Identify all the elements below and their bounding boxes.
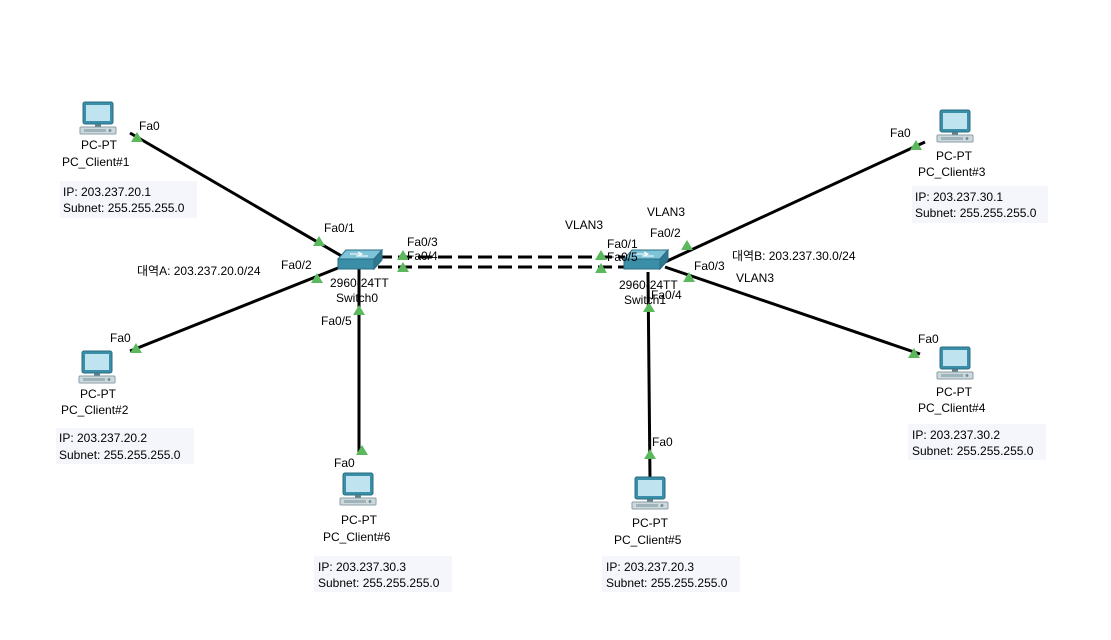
port-labels: Fa0 Fa0 Fa0 Fa0 Fa0 Fa0 Fa0/1 Fa0/2 Fa0/… bbox=[110, 119, 939, 470]
vlan-note: VLAN3 bbox=[647, 205, 685, 219]
link-pc1-sw0[interactable] bbox=[129, 131, 346, 260]
ip-address-text: IP: 203.237.30.1 bbox=[915, 190, 1003, 204]
pc-icon bbox=[78, 350, 116, 384]
ip-note-pc2[interactable]: IP: 203.237.20.2 Subnet: 255.255.255.0 bbox=[56, 428, 194, 464]
port-indicators bbox=[130, 132, 922, 459]
link-pc2-sw0[interactable] bbox=[129, 266, 339, 353]
ip-note-pc1[interactable]: IP: 203.237.20.1 Subnet: 255.255.255.0 bbox=[60, 181, 197, 218]
port-label: Fa0 bbox=[110, 331, 131, 345]
port-label: Fa0/5 bbox=[607, 250, 638, 264]
pc-client-1[interactable]: PC-PT PC_Client#1 bbox=[62, 101, 130, 169]
pc-icon bbox=[631, 476, 669, 510]
pc-model-label: PC-PT bbox=[81, 138, 118, 152]
subnet-mask-text: Subnet: 255.255.255.0 bbox=[318, 576, 440, 590]
ip-note-pc6[interactable]: IP: 203.237.30.3 Subnet: 255.255.255.0 bbox=[314, 556, 452, 592]
subnet-mask-text: Subnet: 255.255.255.0 bbox=[915, 206, 1037, 220]
switch-name-label: Switch0 bbox=[336, 291, 378, 305]
switch-icon bbox=[337, 249, 383, 270]
switch1[interactable]: 2960-24TT Switch1 bbox=[619, 249, 678, 307]
pc-name-label: PC_Client#5 bbox=[614, 533, 682, 547]
port-up-indicator bbox=[353, 305, 365, 315]
pc-model-label: PC-PT bbox=[80, 387, 117, 401]
pc-client-5[interactable]: PC-PT PC_Client#5 bbox=[614, 476, 682, 547]
port-label: Fa0 bbox=[918, 332, 939, 346]
port-label: Fa0/3 bbox=[694, 259, 725, 273]
switch-name-label: Switch1 bbox=[624, 293, 666, 307]
links bbox=[129, 131, 926, 481]
pc-icon bbox=[936, 346, 974, 380]
pc-icon bbox=[339, 472, 377, 506]
subnet-range-note: 대역A: 203.237.20.0/24 bbox=[137, 264, 261, 278]
pc-name-label: PC_Client#2 bbox=[61, 403, 129, 417]
switch-model-label: 2960-24TT bbox=[330, 276, 389, 290]
annotations: 대역A: 203.237.20.0/24 대역B: 203.237.30.0/2… bbox=[137, 205, 856, 285]
port-up-indicator bbox=[644, 449, 656, 459]
pc-client-3[interactable]: PC-PT PC_Client#3 bbox=[918, 109, 986, 179]
pc-icon bbox=[936, 109, 974, 143]
ip-note-pc5[interactable]: IP: 203.237.20.3 Subnet: 255.255.255.0 bbox=[602, 556, 740, 592]
pc-name-label: PC_Client#6 bbox=[323, 530, 391, 544]
pc-client-6[interactable]: PC-PT PC_Client#6 bbox=[323, 472, 391, 544]
port-label: Fa0/4 bbox=[407, 249, 438, 263]
port-label: Fa0/5 bbox=[321, 314, 352, 328]
port-label: Fa0/2 bbox=[281, 258, 312, 272]
subnet-mask-text: Subnet: 255.255.255.0 bbox=[63, 201, 185, 215]
vlan-note: VLAN3 bbox=[565, 218, 603, 232]
ip-address-text: IP: 203.237.30.2 bbox=[912, 428, 1000, 442]
ip-address-text: IP: 203.237.20.2 bbox=[59, 431, 147, 445]
port-label: Fa0/1 bbox=[607, 237, 638, 251]
ip-address-text: IP: 203.237.20.1 bbox=[63, 185, 151, 199]
pc-icon bbox=[79, 101, 117, 135]
subnet-mask-text: Subnet: 255.255.255.0 bbox=[912, 444, 1034, 458]
port-up-indicator bbox=[681, 240, 693, 250]
port-label: Fa0 bbox=[139, 119, 160, 133]
ip-address-text: IP: 203.237.30.3 bbox=[318, 560, 406, 574]
port-label: Fa0 bbox=[890, 126, 911, 140]
link-pc3-sw1[interactable] bbox=[664, 140, 926, 264]
port-up-indicator bbox=[595, 250, 607, 260]
pc-model-label: PC-PT bbox=[632, 516, 669, 530]
ip-note-pc4[interactable]: IP: 203.237.30.2 Subnet: 255.255.255.0 bbox=[908, 424, 1046, 460]
ip-address-text: IP: 203.237.20.3 bbox=[606, 560, 694, 574]
subnet-mask-text: Subnet: 255.255.255.0 bbox=[606, 576, 728, 590]
vlan-note: VLAN3 bbox=[736, 271, 774, 285]
pc-client-4[interactable]: PC-PT PC_Client#4 bbox=[918, 346, 986, 415]
port-label: Fa0 bbox=[334, 456, 355, 470]
ip-note-pc3[interactable]: IP: 203.237.30.1 Subnet: 255.255.255.0 bbox=[912, 186, 1048, 223]
port-label: Fa0/2 bbox=[650, 226, 681, 240]
port-label: Fa0 bbox=[652, 435, 673, 449]
link-pc4-sw1[interactable] bbox=[664, 265, 921, 356]
pc-model-label: PC-PT bbox=[936, 149, 973, 163]
pc-name-label: PC_Client#4 bbox=[918, 401, 986, 415]
pc-name-label: PC_Client#1 bbox=[62, 155, 130, 169]
pc-model-label: PC-PT bbox=[936, 385, 973, 399]
switch-model-label: 2960-24TT bbox=[619, 278, 678, 292]
subnet-mask-text: Subnet: 255.255.255.0 bbox=[59, 448, 181, 462]
switch0[interactable]: 2960-24TT Switch0 bbox=[330, 249, 389, 305]
subnet-range-note: 대역B: 203.237.30.0/24 bbox=[732, 249, 856, 263]
port-label: Fa0/1 bbox=[324, 221, 355, 235]
pc-model-label: PC-PT bbox=[341, 513, 378, 527]
port-label: Fa0/4 bbox=[651, 288, 682, 302]
pc-client-2[interactable]: PC-PT PC_Client#2 bbox=[61, 350, 129, 417]
pc-name-label: PC_Client#3 bbox=[918, 165, 986, 179]
port-label: Fa0/3 bbox=[407, 235, 438, 249]
